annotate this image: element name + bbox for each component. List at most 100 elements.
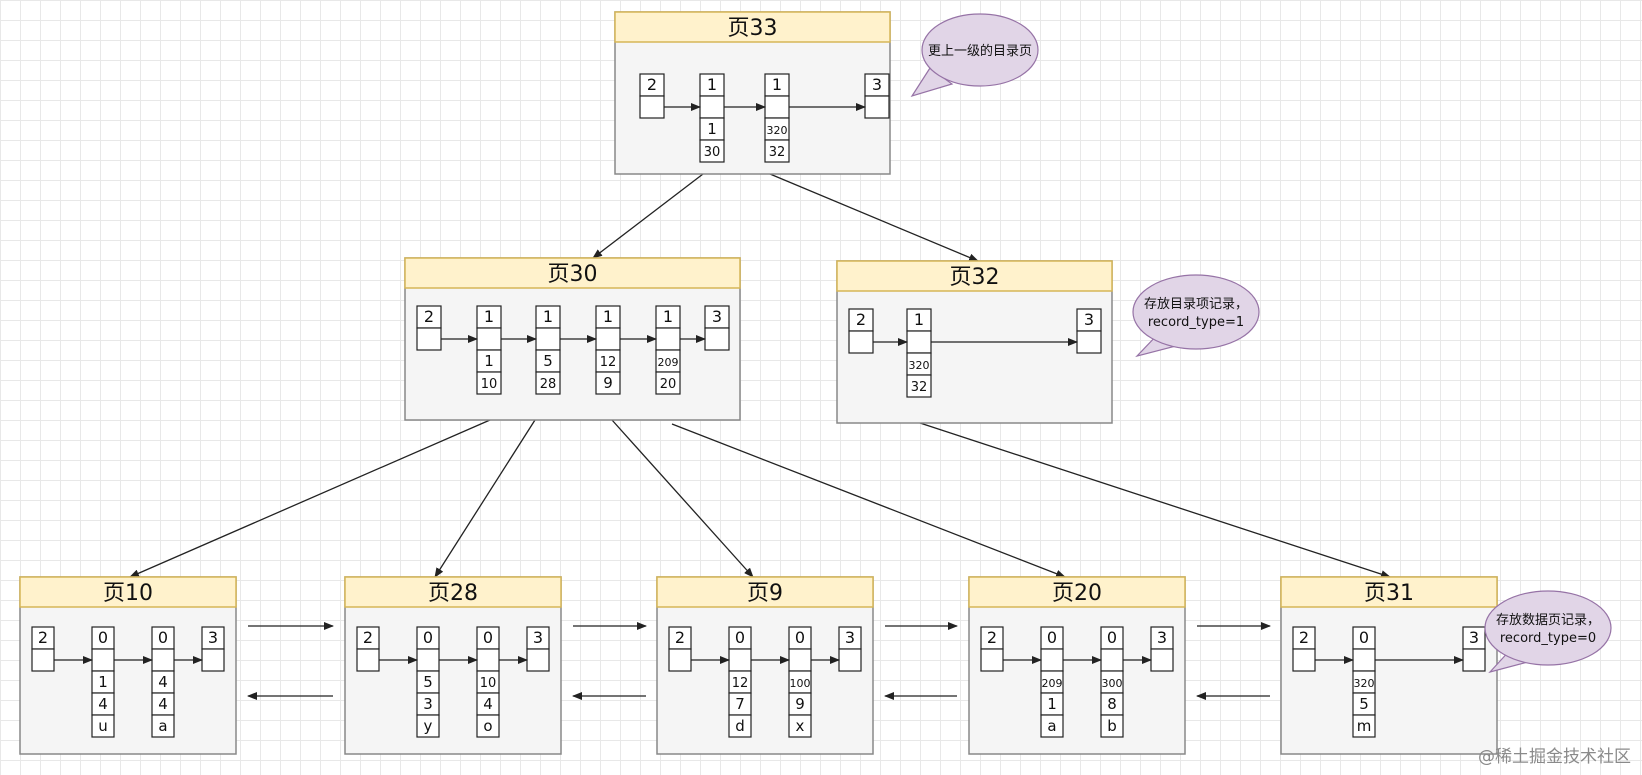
record-value: 4 xyxy=(483,695,493,713)
record-value: 4 xyxy=(158,673,168,691)
record-value: 5 xyxy=(543,352,553,370)
callout-text: 存放目录项记录， xyxy=(1144,297,1248,312)
page-title: 页30 xyxy=(548,262,598,287)
record-slot xyxy=(1352,648,1376,672)
record-slot xyxy=(980,648,1004,672)
record-value: 32 xyxy=(769,145,786,160)
callout-text: record_type=0 xyxy=(1500,631,1596,646)
record-header: 0 xyxy=(1107,628,1117,647)
callout-text: 存放数据页记录， xyxy=(1496,613,1600,628)
supremum-cell: 3 xyxy=(864,73,890,119)
record-value: 9 xyxy=(603,374,613,392)
callout-fill xyxy=(1134,276,1258,348)
page-title-bar xyxy=(344,576,562,608)
record-slot xyxy=(838,648,862,672)
record-header: 1 xyxy=(484,307,494,326)
record-slot xyxy=(595,371,621,395)
tree-edge-arrow xyxy=(434,419,536,578)
record-slot xyxy=(728,648,752,672)
tree-edge-arrow xyxy=(671,423,1066,578)
record-slot xyxy=(476,648,500,672)
record-header: 3 xyxy=(845,628,855,647)
record-slot xyxy=(1100,714,1124,738)
record-slot xyxy=(864,95,890,119)
page-title: 页20 xyxy=(1052,581,1102,606)
record-slot xyxy=(639,95,665,119)
record-header: 2 xyxy=(856,310,866,329)
record-slot xyxy=(1462,648,1486,672)
tree-edge-arrow xyxy=(769,173,979,262)
supremum-cell: 3 xyxy=(704,305,730,351)
record-header: 3 xyxy=(208,628,218,647)
callout-bubble: 存放目录项记录，record_type=1 xyxy=(1132,274,1260,358)
supremum-cell: 3 xyxy=(1076,308,1102,354)
page-title-bar xyxy=(404,257,741,289)
record-value: 4 xyxy=(158,695,168,713)
record-header: 2 xyxy=(363,628,373,647)
record-value: 20 xyxy=(660,377,677,392)
record-value: 32 xyxy=(911,380,928,395)
record-slot xyxy=(91,648,115,672)
record-value: 1 xyxy=(707,120,717,138)
record-slot xyxy=(416,648,440,672)
record-header: 2 xyxy=(647,75,657,94)
record-header: 0 xyxy=(98,628,108,647)
tree-edge-arrow xyxy=(129,419,491,578)
record-slot xyxy=(699,95,725,119)
record-value: 1 xyxy=(98,673,108,691)
record-value: 209 xyxy=(1042,677,1063,690)
record-header: 3 xyxy=(872,75,882,94)
record-header: 0 xyxy=(1047,628,1057,647)
record-header: 0 xyxy=(423,628,433,647)
record-value: d xyxy=(735,717,745,735)
record-header: 2 xyxy=(987,628,997,647)
page-title-bar xyxy=(656,576,874,608)
callout-fill xyxy=(923,15,1037,85)
record-slot xyxy=(476,371,502,395)
callout-bubble: 更上一级的目录页 xyxy=(910,13,1039,98)
record-slot xyxy=(416,327,442,351)
record-slot xyxy=(595,327,621,351)
record-value: x xyxy=(796,717,805,735)
record-header: 0 xyxy=(1359,628,1369,647)
record-value: 320 xyxy=(1354,677,1375,690)
record-slot xyxy=(151,714,175,738)
record-value: 320 xyxy=(909,359,930,372)
page-title-bar xyxy=(19,576,237,608)
supremum-cell: 3 xyxy=(526,626,550,672)
record-value: b xyxy=(1107,717,1117,735)
record-header: 0 xyxy=(158,628,168,647)
record-slot xyxy=(476,327,502,351)
record-value: 5 xyxy=(423,673,433,691)
record-slot xyxy=(535,327,561,351)
record-slot xyxy=(764,95,790,119)
record-value: 9 xyxy=(795,695,805,713)
record-header: 1 xyxy=(663,307,673,326)
record-slot xyxy=(1040,714,1064,738)
infimum-cell: 2 xyxy=(639,73,665,119)
record-header: 0 xyxy=(483,628,493,647)
record-slot xyxy=(728,714,752,738)
record-header: 3 xyxy=(1469,628,1479,647)
record-value: 1 xyxy=(484,352,494,370)
record-header: 1 xyxy=(603,307,613,326)
callout-text: 更上一级的目录页 xyxy=(928,43,1032,59)
record-slot xyxy=(476,714,500,738)
tree-edge-arrow xyxy=(919,422,1391,578)
